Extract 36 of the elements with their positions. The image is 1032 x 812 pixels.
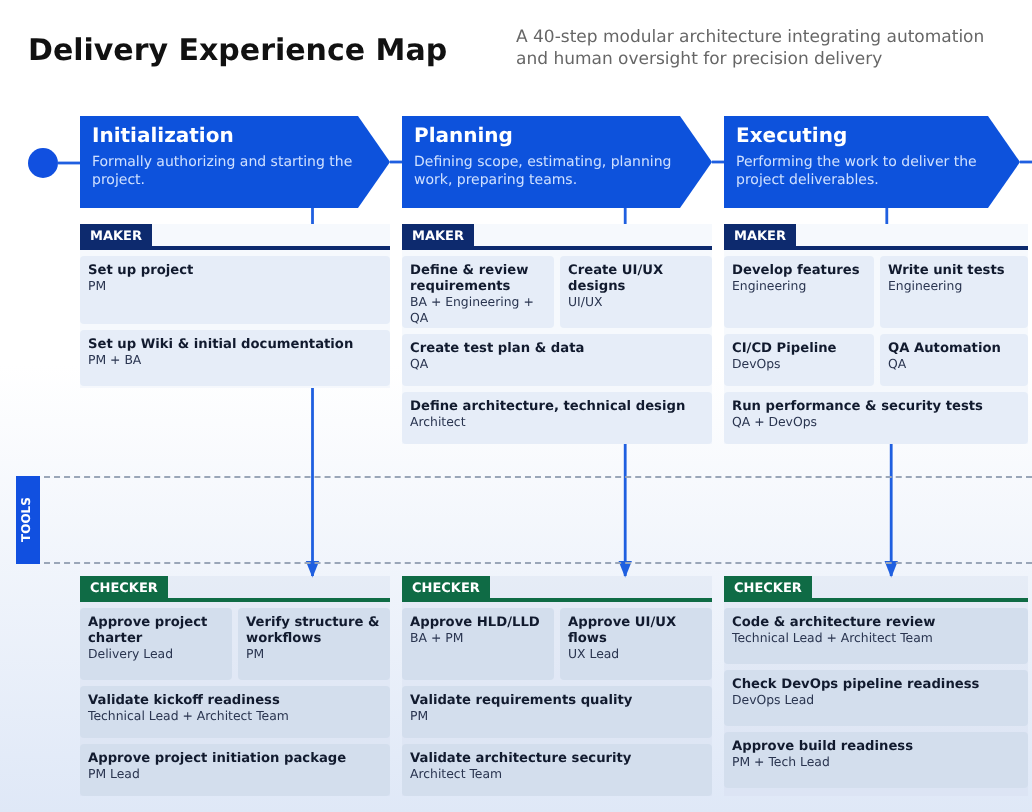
diagram-title: Delivery Experience Map <box>28 32 448 68</box>
task-card <box>880 334 1028 386</box>
task-card <box>402 256 554 328</box>
phase-title: Planning <box>414 126 515 150</box>
arrow <box>305 388 320 578</box>
start-circle <box>28 148 58 178</box>
task-card <box>238 608 390 680</box>
connector-line <box>885 208 889 224</box>
task-card <box>724 392 1028 444</box>
task-card <box>724 608 1028 664</box>
connector-line <box>311 208 314 224</box>
section-panel <box>402 224 712 444</box>
task-card <box>402 608 554 680</box>
subtitle-text: A 40-step modular architecture integrating automation and human oversight for precision delivery <box>516 28 987 72</box>
arrow <box>618 444 632 578</box>
section-panel <box>724 576 1028 796</box>
section-panel <box>724 224 1028 444</box>
task-card <box>724 334 874 386</box>
connector-line <box>623 208 627 224</box>
section-panel <box>402 576 712 796</box>
arrow <box>884 444 898 578</box>
task-card <box>402 392 712 444</box>
section-panel <box>80 576 390 796</box>
section-tab <box>16 476 40 564</box>
connector-line <box>58 161 80 165</box>
task-card <box>80 608 232 680</box>
section-panel <box>80 224 390 388</box>
task-card <box>402 334 712 386</box>
task-card <box>880 256 1028 328</box>
task-card <box>80 256 390 324</box>
phase-title: Initialization <box>92 126 236 150</box>
task-card <box>724 256 874 328</box>
task-card <box>560 608 712 680</box>
task-card <box>80 330 390 386</box>
phase-title: Executing <box>736 126 850 150</box>
task-card <box>560 256 712 328</box>
